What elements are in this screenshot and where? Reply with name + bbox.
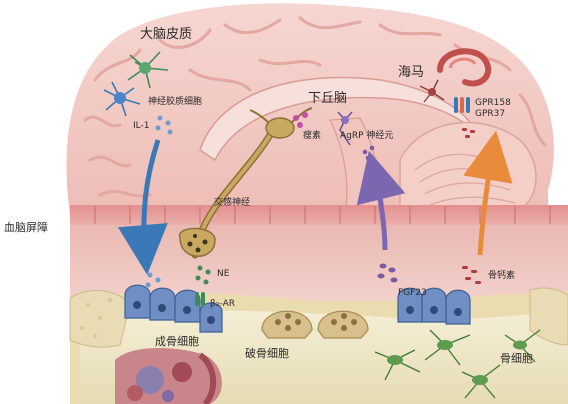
b2ar-receptor-icon — [195, 292, 205, 306]
il1-molecules — [145, 115, 173, 288]
labels: 大脑皮质 神经胶质细胞 IL-1 下丘脑 瘦素 AgRP 神经元 海马 GPR1… — [4, 27, 533, 365]
osteocytes — [374, 329, 541, 399]
arrow-il1 — [117, 139, 168, 275]
label-hippocampus: 海马 — [398, 65, 424, 80]
bone-marrow — [115, 348, 222, 404]
osteoblasts-left — [124, 284, 223, 333]
label-fgf23: FGF23 — [398, 288, 427, 298]
brain-gyri — [83, 16, 547, 198]
arrow-fgf23 — [356, 150, 406, 251]
label-gpr158: GPR158 — [475, 98, 511, 108]
receptor-icon — [454, 97, 470, 113]
sympathetic-nerve — [179, 107, 313, 259]
leptin-molecules — [293, 112, 308, 128]
blood-brain-barrier — [70, 205, 568, 225]
hippocampus-icon — [419, 48, 492, 103]
arrow-icon — [117, 130, 513, 275]
label-osteoclast: 破骨细胞 — [245, 346, 289, 360]
bone-cell-icon — [124, 284, 541, 399]
label-osteoblast: 成骨细胞 — [155, 335, 199, 348]
label-osteocyte: 骨细胞 — [500, 352, 533, 365]
label-ne: NE — [217, 269, 230, 279]
label-agrp: AgRP 神经元 — [340, 129, 393, 141]
osteocalcin-molecules — [462, 266, 481, 284]
fgf23-molecules — [377, 263, 398, 283]
glial-cell-icon — [103, 51, 169, 117]
label-cerebral-cortex: 大脑皮质 — [140, 27, 192, 42]
osteoblasts-right — [397, 287, 471, 325]
nerve-terminal — [179, 227, 216, 257]
label-b2ar: β₂-AR — [210, 299, 235, 309]
label-il1: IL-1 — [133, 121, 149, 131]
arrow-osteocalcin — [463, 130, 513, 256]
label-sympathetic: 交感神经 — [214, 196, 250, 208]
neuron-icon — [337, 111, 353, 146]
nerve-cell-body — [265, 117, 295, 139]
label-glial-cells: 神经胶质细胞 — [148, 95, 202, 107]
osteoclasts — [261, 310, 369, 339]
label-leptin: 瘦素 — [303, 129, 321, 141]
label-bbb: 血脑屏障 — [4, 220, 48, 234]
label-gpr37: GPR37 — [475, 109, 505, 119]
ne-molecules — [195, 265, 211, 285]
label-hypothalamus: 下丘脑 — [308, 91, 347, 106]
label-osteocalcin: 骨钙素 — [488, 269, 515, 281]
